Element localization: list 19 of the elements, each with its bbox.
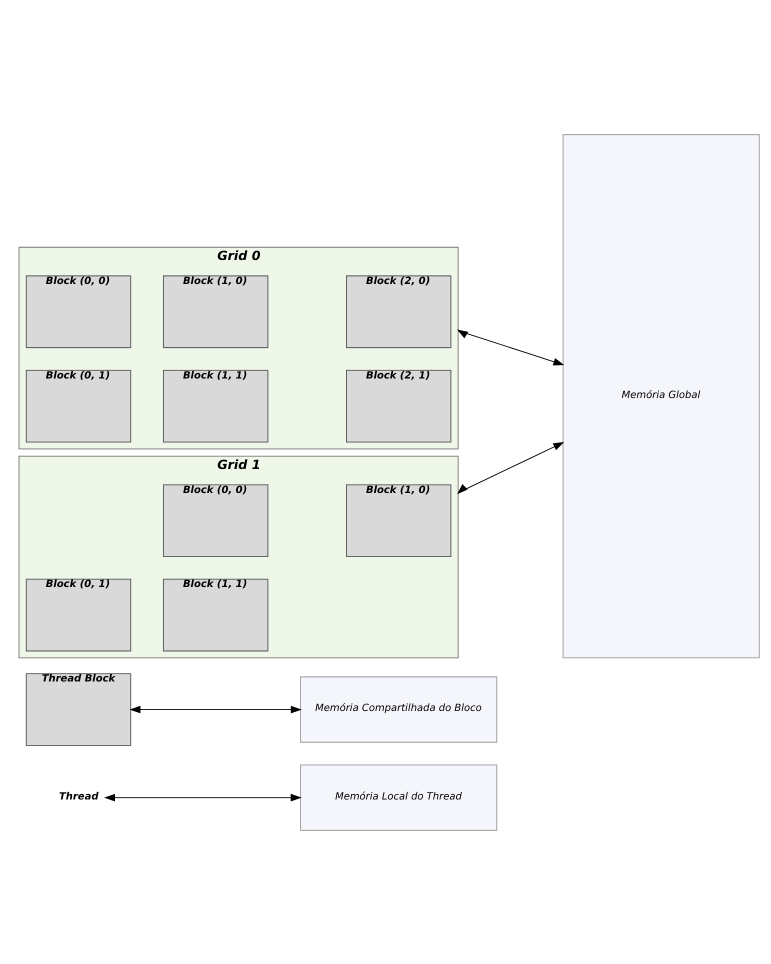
arrow — [456, 329, 564, 365]
node-box: Block (0, 0) — [26, 274, 132, 348]
node-box: Memória Compartilhada do Bloco — [300, 676, 498, 742]
node-box: Block (1, 0) — [346, 484, 452, 556]
node-box: Thread Block — [26, 672, 132, 746]
node-box: Memória Global — [562, 134, 760, 658]
node-box: Block (2, 0) — [346, 274, 452, 348]
arrow — [457, 442, 564, 494]
node-text: Thread — [58, 790, 98, 802]
arrow — [104, 793, 302, 801]
node-box: Block (0, 1) — [26, 578, 132, 651]
node-box: Block (1, 0) — [162, 274, 268, 348]
arrow — [130, 705, 302, 713]
node-box: Block (0, 0) — [162, 484, 268, 556]
node-box: Block (2, 1) — [346, 369, 452, 442]
node-box: Memória Local do Thread — [300, 764, 498, 830]
node-box: Block (0, 1) — [26, 369, 132, 442]
node-box: Block (1, 1) — [162, 578, 268, 651]
node-box: Block (1, 1) — [162, 369, 268, 442]
